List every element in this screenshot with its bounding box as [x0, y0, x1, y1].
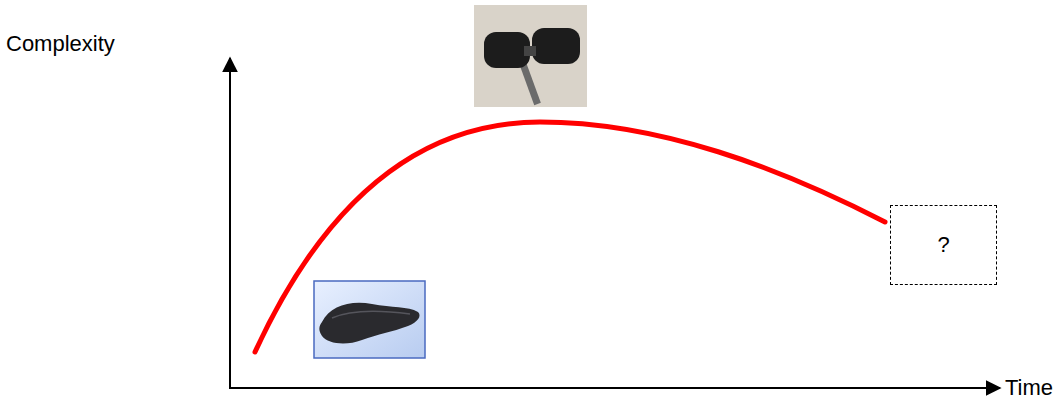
pad — [532, 28, 580, 64]
pad — [484, 32, 530, 68]
saddle-picture — [314, 281, 425, 358]
picture-frame — [474, 5, 587, 107]
saddle-highlight — [332, 311, 410, 318]
y-axis-label: Complexity — [6, 32, 115, 56]
box-text: ? — [937, 233, 949, 257]
y-axis — [229, 58, 231, 388]
x-axis — [229, 387, 1000, 389]
picture-frame — [314, 281, 425, 358]
aero-pads-picture — [474, 5, 587, 107]
saddle-shape — [319, 303, 419, 344]
dashed-box: ? — [890, 205, 997, 285]
pad-bracket — [524, 46, 536, 56]
complexity-curve — [255, 122, 885, 352]
x-axis-label: Time — [1005, 376, 1053, 400]
